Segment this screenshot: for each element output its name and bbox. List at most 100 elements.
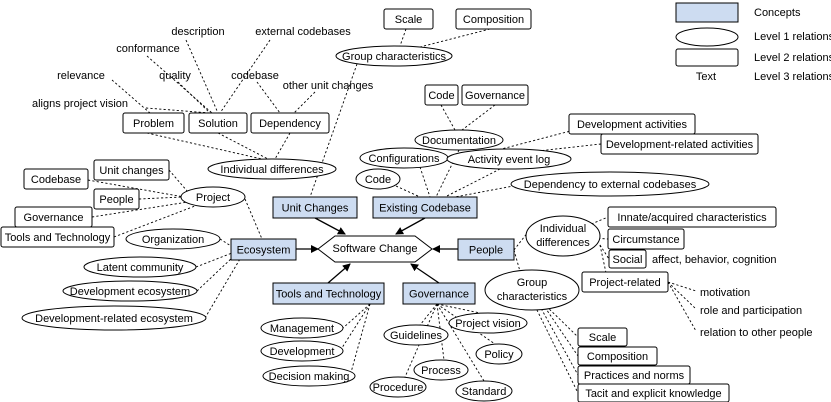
level2-label-governance-left: Governance [24, 212, 84, 224]
concept-people [457, 238, 515, 261]
level2-node-composition-top [455, 8, 532, 30]
level2-label-scale-bottom: Scale [589, 332, 617, 344]
level2-node-codebase [23, 168, 89, 190]
level3-text-other-unit-changes: other unit changes [283, 80, 374, 92]
level2-node-problem [122, 112, 185, 134]
level3-connector [145, 107, 211, 114]
level3-connector [138, 196, 183, 200]
concept-label-existing-codebase: Existing Codebase [379, 202, 471, 214]
level3-connector [185, 39, 219, 114]
level2-label-tacit-knowledge: Tacit and explicit knowledge [585, 388, 721, 400]
level1-node-standard [455, 380, 513, 402]
level2-label-dependency: Dependency [259, 118, 321, 130]
level2-label-development-activities: Development activities [577, 119, 688, 131]
level1-node-code [355, 168, 401, 190]
level1-label-development: Development [270, 346, 335, 358]
level3-connector [489, 127, 583, 153]
level1-label-standard: Standard [462, 386, 507, 398]
level1-node-development [260, 340, 344, 362]
level2-label-code-box: Code [428, 90, 454, 102]
level1-relation-arrow [410, 263, 440, 284]
level1-label-project: Project [196, 192, 230, 204]
legend-rect-swatch [675, 48, 739, 67]
level3-connector [436, 303, 481, 314]
level3-connector [217, 132, 269, 160]
level3-text-external-codebases: external codebases [255, 26, 351, 38]
level2-node-solution [188, 112, 248, 134]
level1-label-guidelines: Guidelines [390, 330, 442, 342]
level1-label-development-related-ecosystem: Development-related ecosystem [35, 313, 193, 325]
concept-ecosystem [230, 238, 297, 261]
level3-connector [219, 238, 232, 247]
level2-label-tools-and-technology-box: Tools and Technology [5, 232, 111, 244]
level1-label-project-vision: Project vision [455, 318, 520, 330]
level3-connector [440, 104, 456, 131]
level1-node-development-ecosystem [62, 280, 198, 302]
level1-node-organization [125, 228, 221, 250]
level1-label-group-characteristics: Group characteristics [342, 51, 446, 63]
level3-text-description: description [171, 26, 224, 38]
legend-concepts-label: Concepts [754, 7, 801, 19]
level1-node-project [180, 186, 246, 208]
level1-node-people-group-characteristics [484, 269, 580, 311]
level3-text-motivation: motivation [700, 287, 750, 299]
level1-node-activity-event-log [446, 148, 572, 170]
level2-label-composition-top: Composition [463, 14, 524, 26]
level2-node-social [608, 249, 647, 269]
level2-node-governance-box [461, 84, 529, 106]
level2-label-practices-and-norms: Practices and norms [584, 370, 685, 382]
level3-text-quality: quality [159, 70, 191, 82]
level3-text-social-detail: affect, behavior, cognition [652, 254, 777, 266]
level3-connector [444, 168, 501, 198]
level3-connector [399, 28, 407, 47]
level3-connector [667, 281, 697, 332]
level3-connector [309, 63, 358, 198]
level3-connector [195, 252, 233, 268]
level1-node-development-related-ecosystem [21, 305, 207, 331]
level3-connector [256, 81, 281, 114]
level3-connector [436, 303, 485, 382]
level1-label-latent-community: Latent community [97, 262, 184, 274]
level1-label-policy: Policy [484, 349, 514, 361]
legend-level3-label: Level 3 relations [754, 71, 831, 83]
level3-connector [146, 55, 213, 114]
level3-connector [419, 166, 431, 198]
level2-label-development-related-activities: Development-related activities [606, 139, 754, 151]
concept-label-unit-changes: Unit Changes [282, 202, 349, 214]
concept-existing-codebase [372, 196, 478, 219]
concept-label-governance: Governance [409, 288, 469, 300]
level1-node-guidelines [383, 324, 449, 346]
concept-governance [402, 282, 476, 305]
level1-label-configurations: Configurations [369, 153, 440, 165]
level3-connector [91, 201, 189, 218]
level1-node-project-vision [448, 312, 528, 334]
level3-text-relation-to-other-people: relation to other people [700, 327, 813, 339]
level2-label-circumstance: Circumstance [612, 234, 679, 246]
level3-connector [293, 91, 316, 114]
level1-node-procedure [369, 376, 427, 398]
level2-node-tools-and-technology-box [0, 226, 115, 248]
concept-label-people: People [469, 244, 503, 256]
level2-label-unit-changes-box: Unit changes [99, 165, 164, 177]
level1-node-latent-community [83, 256, 197, 278]
level2-label-composition-bottom: Composition [587, 351, 648, 363]
level3-text-relevance: relevance [57, 70, 105, 82]
level2-node-scale-top [383, 8, 434, 30]
level3-text-codebase-t: codebase [231, 70, 279, 82]
level3-connector [177, 81, 211, 114]
level1-label-decision-making: Decision making [269, 371, 350, 383]
software-change-node [317, 235, 433, 263]
level3-connector [196, 255, 235, 292]
level1-label-process: Process [421, 365, 461, 377]
level2-node-scale-bottom [577, 327, 628, 347]
level3-connector [419, 303, 438, 326]
level1-label-individual-differences: Individual differences [220, 164, 324, 176]
edges-layer [87, 28, 697, 394]
level2-node-dependency [250, 112, 330, 134]
level2-node-composition-bottom [577, 346, 658, 366]
level3-connector [339, 303, 371, 352]
level2-label-codebase: Codebase [31, 174, 81, 186]
level1-node-policy [475, 343, 523, 365]
level1-label-development-ecosystem: Development ecosystem [70, 286, 190, 298]
